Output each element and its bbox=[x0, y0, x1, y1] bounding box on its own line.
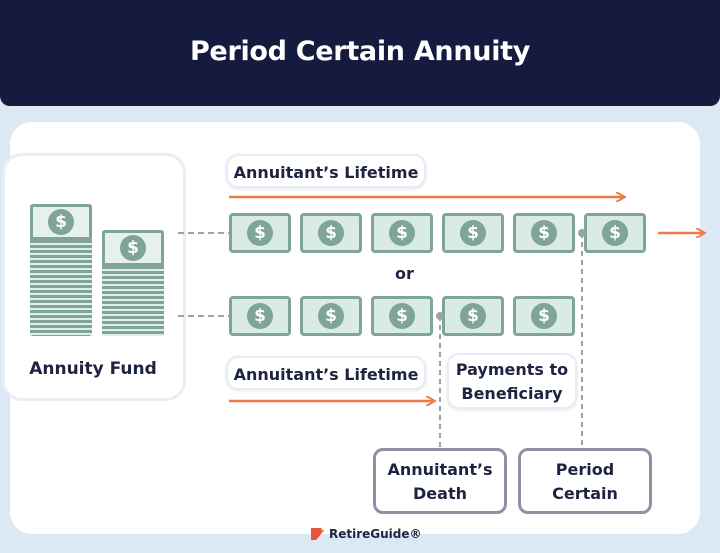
lifetime-label-top: Annuitant’s Lifetime bbox=[226, 154, 426, 188]
dollar-icon: $ bbox=[389, 303, 415, 329]
payment-bill: $ bbox=[229, 296, 291, 336]
dollar-icon: $ bbox=[531, 303, 557, 329]
dollar-icon: $ bbox=[247, 303, 273, 329]
page-title: Period Certain Annuity bbox=[189, 36, 531, 67]
or-separator: or bbox=[395, 264, 414, 283]
annuitant-death-box: Annuitant’s Death bbox=[373, 448, 507, 514]
payment-bill: $ bbox=[442, 213, 504, 253]
payment-bill: $ bbox=[513, 213, 575, 253]
payment-bill: $ bbox=[442, 296, 504, 336]
dollar-icon: $ bbox=[247, 220, 273, 246]
beneficiary-payments-label: Payments to Beneficiary bbox=[447, 353, 577, 409]
header-banner: Period Certain Annuity bbox=[0, 0, 720, 106]
dollar-icon: $ bbox=[460, 220, 486, 246]
dollar-icon: $ bbox=[120, 235, 146, 261]
money-stack-short: $ bbox=[102, 230, 164, 336]
dollar-icon: $ bbox=[48, 209, 74, 235]
payment-bill: $ bbox=[300, 296, 362, 336]
annuity-fund-label: Annuity Fund bbox=[29, 359, 157, 379]
dollar-icon: $ bbox=[602, 220, 628, 246]
dollar-icon: $ bbox=[531, 220, 557, 246]
retireguide-logo-text: RetireGuide® bbox=[329, 527, 422, 541]
lifetime-label-bottom: Annuitant’s Lifetime bbox=[226, 356, 426, 390]
payment-bill: $ bbox=[584, 213, 646, 253]
payment-bill: $ bbox=[300, 213, 362, 253]
dollar-icon: $ bbox=[389, 220, 415, 246]
retireguide-logo-icon bbox=[311, 528, 324, 540]
payment-bill: $ bbox=[371, 296, 433, 336]
death-marker-dot bbox=[436, 312, 444, 320]
dollar-icon: $ bbox=[460, 303, 486, 329]
payment-bill: $ bbox=[513, 296, 575, 336]
dollar-icon: $ bbox=[318, 303, 344, 329]
period-marker-dot bbox=[578, 229, 586, 237]
money-stack-tall: $ bbox=[30, 204, 92, 336]
dollar-icon: $ bbox=[318, 220, 344, 246]
payment-bill: $ bbox=[371, 213, 433, 253]
payment-bill: $ bbox=[229, 213, 291, 253]
period-certain-box: Period Certain bbox=[518, 448, 652, 514]
